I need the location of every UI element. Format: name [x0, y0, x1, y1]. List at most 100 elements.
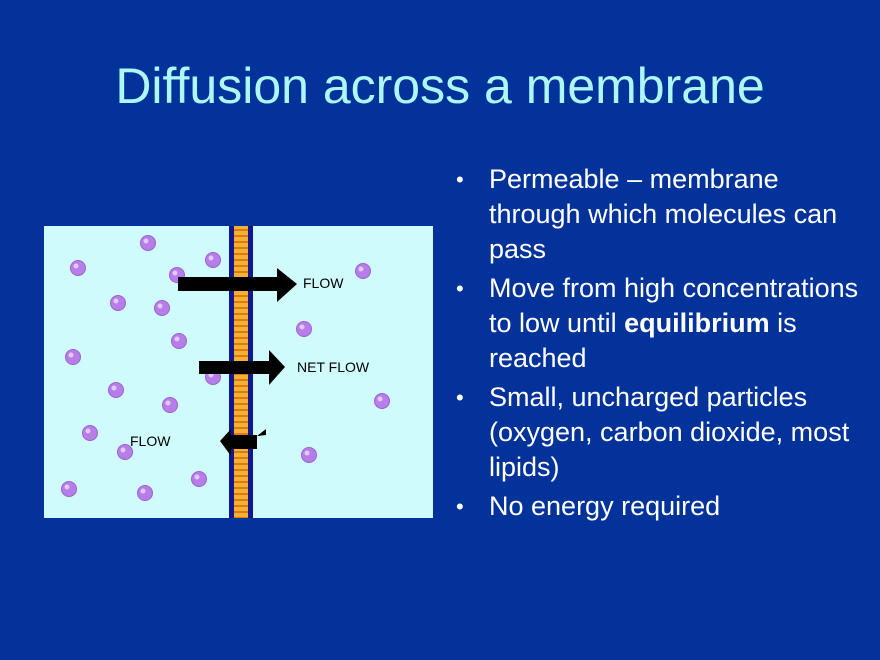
membrane-stripe [234, 355, 248, 357]
flow-left-arrow-body [220, 429, 257, 456]
flow-right-label: FLOW [303, 275, 344, 291]
membrane-stripe [234, 493, 248, 495]
molecule-highlight [194, 474, 200, 480]
flow-right-arrow [178, 268, 297, 302]
bullet-text-part: Small, uncharged particles (oxygen, carb… [489, 382, 850, 482]
molecule [70, 260, 86, 276]
membrane-stripe [234, 313, 248, 315]
molecule-highlight [64, 484, 70, 490]
molecule [171, 333, 187, 349]
membrane-stripe [234, 391, 248, 393]
molecule [108, 382, 124, 398]
membrane-stripe [234, 331, 248, 333]
bullet-text-part: Move from high concentrations to low unt… [489, 273, 859, 338]
molecule-highlight [68, 352, 74, 358]
bullet-text-part: No energy required [489, 491, 721, 521]
membrane-stripe [234, 295, 248, 297]
molecule [374, 393, 390, 409]
membrane-stripe [234, 415, 248, 417]
flow-left-label: FLOW [130, 433, 171, 449]
bullet-text-part: Permeable – membrane through which molec… [489, 164, 838, 264]
membrane-stripe [234, 259, 248, 261]
bullet-item: • Small, uncharged particles (oxygen, car… [456, 380, 866, 485]
membrane-stripe [234, 343, 248, 345]
bullet-item: • Move from high concentrations to low un… [456, 271, 866, 376]
bullet-text: Permeable – membrane through which molec… [489, 162, 866, 267]
molecule-highlight [85, 428, 91, 434]
molecule [61, 481, 77, 497]
bullet-text: No energy required [489, 489, 720, 524]
bullet-text: Small, uncharged particles (oxygen, carb… [489, 380, 866, 485]
molecule [296, 321, 312, 337]
molecule [140, 235, 156, 251]
arrows [178, 268, 297, 456]
molecule-highlight [111, 385, 117, 391]
molecule-highlight [377, 396, 383, 402]
membrane-stripe [234, 457, 248, 459]
membrane-stripe [234, 379, 248, 381]
molecule [191, 471, 207, 487]
membrane-stripe [234, 403, 248, 405]
bullet-text-part: is reached [489, 308, 797, 373]
molecule-highlight [73, 263, 79, 269]
molecule-highlight [140, 488, 146, 494]
molecule [65, 349, 81, 365]
molecule [355, 263, 371, 279]
molecule-highlight [174, 336, 180, 342]
molecule-highlight [208, 255, 214, 261]
molecule [110, 295, 126, 311]
membrane-stripe [234, 349, 248, 351]
molecule [154, 300, 170, 316]
membrane-stripe [234, 409, 248, 411]
molecule [205, 252, 221, 268]
molecule-highlight [113, 298, 119, 304]
bullet-icon: • [456, 167, 464, 192]
membrane-stripe [234, 235, 248, 237]
molecule [301, 447, 317, 463]
membrane-stripe [234, 433, 248, 435]
bullet-icon: • [456, 385, 464, 410]
bullet-list: • Permeable – membrane through which mole… [456, 162, 866, 528]
molecule-highlight [120, 447, 126, 453]
membrane-stripe [234, 319, 248, 321]
bullet-item: • No energy required [456, 489, 866, 524]
membrane-stripe [234, 487, 248, 489]
membrane-stripe [234, 397, 248, 399]
membrane-stripe [234, 325, 248, 327]
membrane-stripe [234, 427, 248, 429]
molecule-highlight [304, 450, 310, 456]
membrane-stripe [234, 247, 248, 249]
membrane-stripe [234, 265, 248, 267]
bullet-emphasis: equilibrium [624, 308, 770, 338]
molecule-highlight [358, 266, 364, 272]
membrane-stripe [234, 511, 248, 513]
membrane-stripe [234, 421, 248, 423]
bullet-text: Move from high concentrations to low unt… [489, 271, 866, 376]
membrane-stripe [234, 337, 248, 339]
membrane-stripe [234, 499, 248, 501]
bullet-icon: • [456, 276, 464, 301]
molecule [82, 425, 98, 441]
molecule-highlight [299, 324, 305, 330]
slide-title: Diffusion across a membrane [115, 58, 765, 114]
net-flow-label: NET FLOW [297, 359, 370, 375]
membrane-stripe [234, 505, 248, 507]
molecule-highlight [143, 238, 149, 244]
membrane-stripe [234, 451, 248, 453]
molecule [137, 485, 153, 501]
molecule-highlight [165, 400, 171, 406]
molecule-highlight [172, 270, 178, 276]
flow-left-arrow [257, 429, 266, 436]
membrane-stripe [234, 253, 248, 255]
membrane-stripe [234, 517, 248, 518]
net-flow-arrow [199, 350, 285, 385]
membrane-stripe [234, 241, 248, 243]
membrane-stripe [234, 385, 248, 387]
membrane-stripe [234, 229, 248, 231]
membrane-stripe [234, 469, 248, 471]
molecule [162, 397, 178, 413]
bullet-icon: • [456, 494, 464, 519]
membrane-stripe [234, 463, 248, 465]
molecule-highlight [157, 303, 163, 309]
